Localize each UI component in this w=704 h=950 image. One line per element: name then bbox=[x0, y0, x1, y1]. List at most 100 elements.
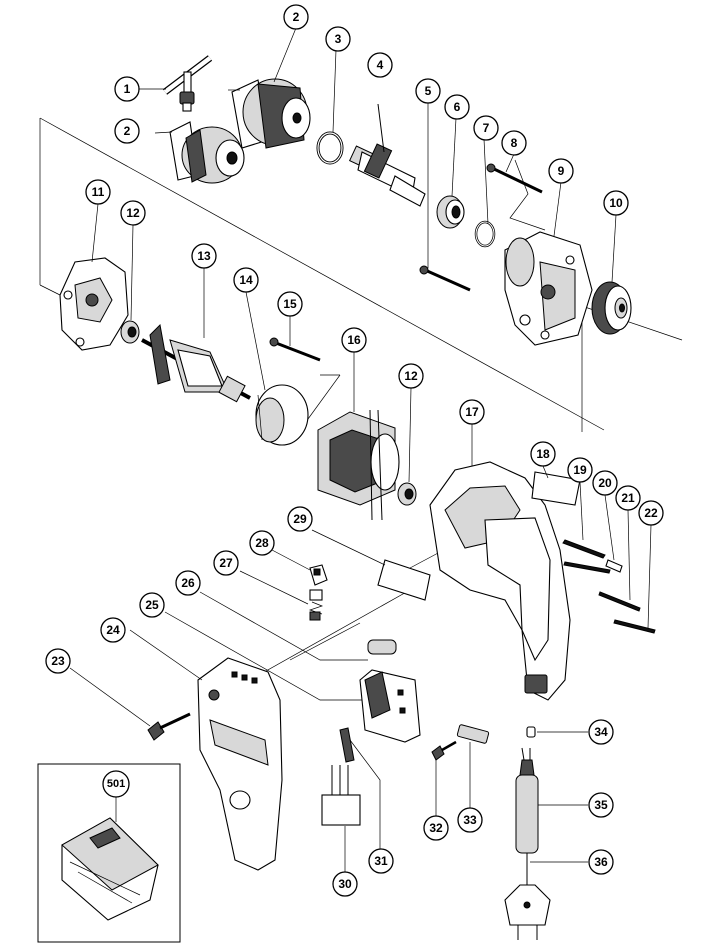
screw-5 bbox=[419, 102, 471, 292]
callout-9: 9 bbox=[548, 158, 574, 184]
callout-36: 36 bbox=[588, 849, 614, 875]
callout-17: 17 bbox=[459, 399, 485, 425]
insulator bbox=[339, 727, 381, 850]
svg-text:6: 6 bbox=[454, 100, 461, 114]
callout-5: 5 bbox=[415, 78, 441, 104]
callout-19: 19 bbox=[567, 457, 593, 483]
lead-wires bbox=[562, 481, 656, 634]
stator bbox=[317, 352, 400, 521]
svg-text:36: 36 bbox=[594, 855, 608, 869]
housing-right bbox=[429, 424, 571, 701]
callout-29: 29 bbox=[287, 506, 313, 532]
callout-26: 26 bbox=[175, 570, 201, 596]
svg-text:11: 11 bbox=[92, 185, 105, 199]
callout-7: 7 bbox=[473, 115, 499, 141]
keyed-chuck bbox=[228, 78, 311, 149]
spur-gear bbox=[591, 281, 632, 335]
housing-left bbox=[129, 629, 283, 871]
svg-text:34: 34 bbox=[594, 725, 608, 739]
svg-text:25: 25 bbox=[145, 598, 159, 612]
svg-text:33: 33 bbox=[463, 813, 477, 827]
callout-6: 6 bbox=[444, 94, 470, 120]
svg-text:26: 26 bbox=[181, 576, 195, 590]
svg-text:19: 19 bbox=[573, 463, 587, 477]
svg-text:2: 2 bbox=[124, 124, 131, 138]
brush-holder bbox=[271, 549, 328, 586]
svg-text:5: 5 bbox=[425, 84, 432, 98]
callout-16: 16 bbox=[341, 327, 367, 353]
cord-bushing bbox=[526, 726, 588, 738]
callout-24: 24 bbox=[100, 617, 126, 643]
callout-33: 33 bbox=[457, 807, 483, 833]
svg-text:18: 18 bbox=[536, 447, 550, 461]
screw-15 bbox=[269, 316, 321, 362]
svg-text:1: 1 bbox=[124, 82, 131, 96]
callout-34: 34 bbox=[588, 719, 614, 745]
svg-text:28: 28 bbox=[255, 536, 269, 550]
svg-text:32: 32 bbox=[429, 821, 443, 835]
small-bearing-rear bbox=[397, 387, 417, 506]
gear-housing bbox=[504, 231, 593, 346]
callout-10: 10 bbox=[603, 190, 629, 216]
svg-text:2: 2 bbox=[293, 10, 300, 24]
callout-31: 31 bbox=[368, 848, 394, 874]
svg-text:23: 23 bbox=[51, 654, 65, 668]
callout-4: 4 bbox=[367, 52, 393, 78]
svg-text:20: 20 bbox=[598, 476, 612, 490]
callout-11: 11 bbox=[85, 179, 111, 205]
callout-2-upper: 2 bbox=[283, 4, 309, 30]
callout-1: 1 bbox=[114, 76, 140, 102]
cord-clip bbox=[456, 724, 490, 808]
svg-text:29: 29 bbox=[293, 512, 307, 526]
svg-text:12: 12 bbox=[404, 369, 418, 383]
svg-text:24: 24 bbox=[106, 623, 120, 637]
screw-23 bbox=[69, 667, 191, 741]
callout-12-rear: 12 bbox=[398, 363, 424, 389]
svg-text:10: 10 bbox=[609, 196, 623, 210]
name-plate bbox=[531, 465, 581, 506]
svg-text:30: 30 bbox=[338, 877, 352, 891]
ball-bearing bbox=[436, 195, 465, 229]
spindle bbox=[348, 103, 426, 207]
callout-3: 3 bbox=[325, 26, 351, 52]
small-bearing-front bbox=[120, 320, 140, 344]
callout-27: 27 bbox=[213, 550, 239, 576]
callout-25: 25 bbox=[139, 592, 165, 618]
svg-text:13: 13 bbox=[197, 249, 211, 263]
gear-cover bbox=[59, 257, 129, 351]
snap-ring bbox=[474, 220, 496, 248]
callout-501: 501 bbox=[102, 770, 130, 798]
svg-text:14: 14 bbox=[239, 273, 253, 287]
carrying-case-inset bbox=[37, 763, 181, 943]
svg-text:21: 21 bbox=[621, 491, 635, 505]
svg-text:501: 501 bbox=[107, 778, 125, 790]
callout-2-lower: 2 bbox=[114, 118, 140, 144]
screw-8 bbox=[486, 159, 546, 231]
carbon-brush bbox=[239, 570, 324, 621]
svg-text:31: 31 bbox=[374, 854, 388, 868]
armature bbox=[141, 268, 251, 403]
chuck-key bbox=[162, 55, 213, 112]
svg-text:9: 9 bbox=[558, 164, 565, 178]
retaining-ring bbox=[316, 131, 344, 165]
callout-15: 15 bbox=[277, 291, 303, 317]
switch bbox=[164, 611, 421, 743]
cord-armor bbox=[515, 747, 588, 854]
svg-text:3: 3 bbox=[335, 32, 342, 46]
svg-text:15: 15 bbox=[283, 297, 297, 311]
callout-13: 13 bbox=[191, 243, 217, 269]
svg-text:7: 7 bbox=[483, 121, 490, 135]
switch-button bbox=[199, 591, 397, 661]
callout-22: 22 bbox=[638, 500, 664, 526]
callout-23: 23 bbox=[45, 648, 71, 674]
power-plug bbox=[504, 853, 588, 940]
callout-28: 28 bbox=[249, 530, 275, 556]
capacitor bbox=[321, 765, 361, 872]
callout-18: 18 bbox=[530, 441, 556, 467]
callout-20: 20 bbox=[592, 470, 618, 496]
screw-32 bbox=[431, 740, 457, 816]
svg-text:16: 16 bbox=[347, 333, 361, 347]
callout-21: 21 bbox=[615, 485, 641, 511]
svg-text:27: 27 bbox=[219, 556, 233, 570]
